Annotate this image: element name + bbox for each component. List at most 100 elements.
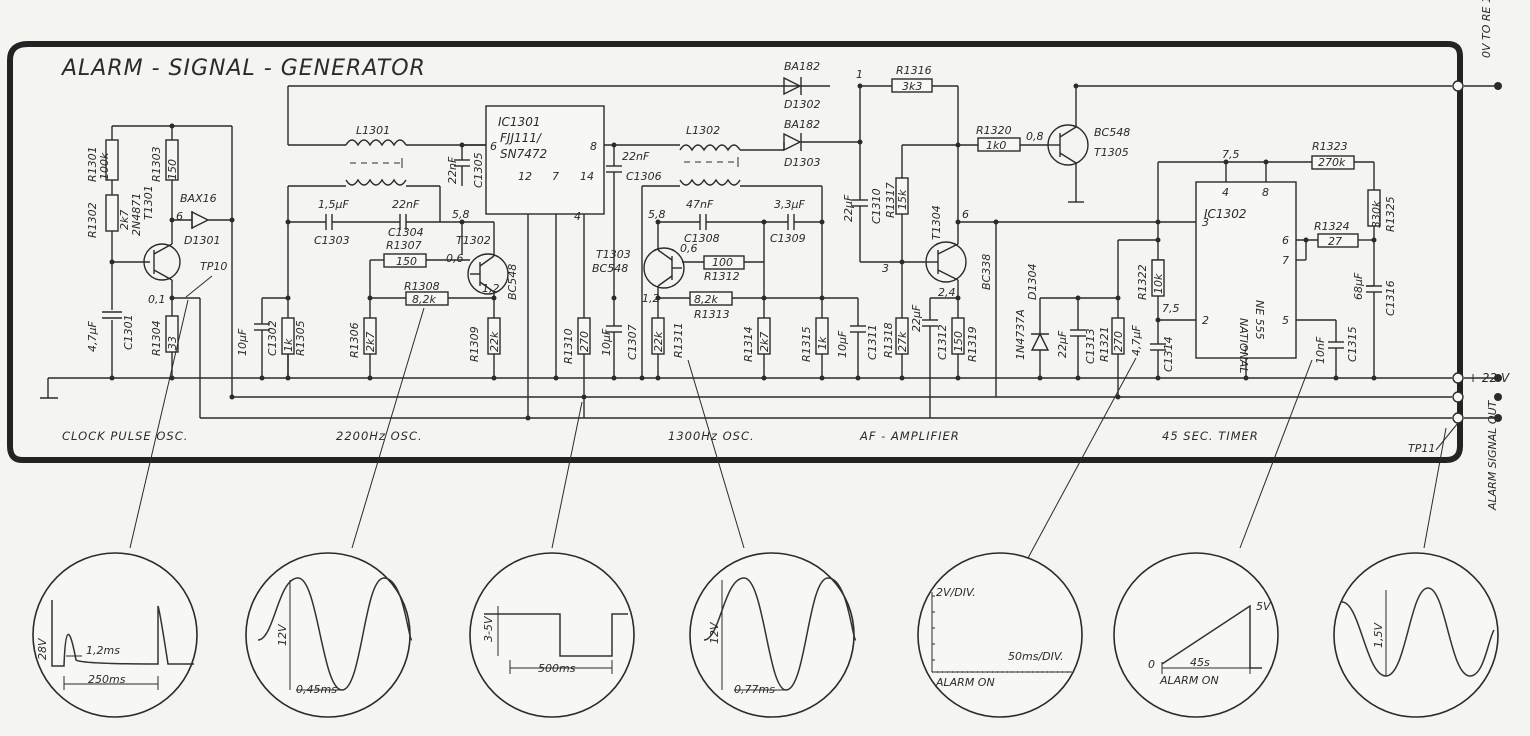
- scope-alarm-out: [1333, 552, 1499, 718]
- node-0-8: 0,8: [1026, 130, 1044, 143]
- r1313-label: R1313: [694, 308, 730, 321]
- c1307-label: C1307: [626, 324, 639, 360]
- power-rails: [40, 85, 1498, 419]
- c1311-label: C1311: [866, 324, 879, 360]
- scope1-pulse-width: 1,2ms: [86, 644, 120, 657]
- r1318-value: 27k: [896, 331, 909, 352]
- pin-6-555: 6: [1282, 234, 1289, 247]
- r1317-label: R1317: [884, 182, 897, 218]
- r1306-value: 2k7: [364, 332, 377, 352]
- af-amplifier: [783, 76, 1196, 398]
- t1304-label: T1304: [930, 205, 943, 240]
- node-1-2a: 1,2: [482, 282, 500, 295]
- pin-2: 2: [1202, 314, 1209, 327]
- node-5-8b: 5,8: [648, 208, 666, 221]
- r1308-label: R1308: [404, 280, 440, 293]
- r1311-value: 22k: [652, 331, 665, 352]
- scope6-duration: 45s: [1190, 656, 1210, 669]
- r1318-label: R1318: [882, 322, 895, 358]
- d1301-label: D1301: [184, 234, 220, 247]
- section-clock-pulse: CLOCK PULSE OSC.: [62, 429, 188, 443]
- r1305-label: R1305: [294, 320, 307, 356]
- c1310-label: C1310: [870, 188, 883, 224]
- scope4-amplitude: 12V: [708, 621, 721, 644]
- scope-timer: [1113, 552, 1279, 718]
- probe-lines: [129, 299, 1447, 559]
- c1304-value: 22nF: [392, 198, 420, 211]
- pin-1: 1: [1242, 344, 1249, 357]
- ic1302-type2: NE 555: [1253, 300, 1266, 340]
- r1323-label: R1323: [1312, 140, 1348, 153]
- r1303-value: 150: [166, 159, 179, 180]
- d1303-label: D1303: [784, 156, 820, 169]
- c1313-label: C1313: [1084, 328, 1097, 364]
- scope4-period: 0,77ms: [734, 683, 775, 696]
- scope-af-amplifier: [917, 552, 1083, 718]
- pin-14: 14: [580, 170, 594, 183]
- node-0-6b: 0,6: [680, 242, 698, 255]
- c1312-label: C1312: [936, 324, 949, 360]
- r1319-value: 150: [952, 331, 965, 352]
- d1301-type: BAX16: [180, 192, 217, 205]
- r1314-label: R1314: [742, 326, 755, 362]
- t1302-label: T1302: [456, 234, 491, 247]
- r1320-label: R1320: [976, 124, 1012, 137]
- c1301-value: 4,7µF: [86, 321, 99, 352]
- node-6-af: 6: [962, 208, 969, 221]
- d1302-label: D1302: [784, 98, 820, 111]
- scope1-period: 250ms: [88, 673, 126, 686]
- output-terminals: [1435, 80, 1502, 451]
- d1304-type: 1N4737A: [1014, 309, 1027, 360]
- r1315-label: R1315: [800, 326, 813, 362]
- section-timer: 45 SEC. TIMER: [1162, 429, 1259, 443]
- r1302-label: R1302: [86, 202, 99, 238]
- pin-4: 4: [1222, 186, 1229, 199]
- r1304-value: 33: [166, 336, 179, 350]
- r1316-value: 3k3: [902, 80, 922, 93]
- r1321-value: 270: [1112, 331, 1125, 352]
- r1314-value: 2k7: [758, 332, 771, 352]
- scope3-amplitude: 3-5V: [482, 615, 495, 642]
- c1301-label: C1301: [122, 314, 135, 350]
- r1302-value: 2k7: [118, 210, 131, 230]
- pin-7: 7: [552, 170, 559, 183]
- r1324-label: R1324: [1314, 220, 1350, 233]
- r1322-label: R1322: [1136, 264, 1149, 300]
- r1305-value: 1k: [282, 338, 295, 352]
- r1307-value: 150: [396, 255, 417, 268]
- t1301-label: T1301: [142, 185, 155, 220]
- ic1301-label: IC1301: [498, 115, 540, 129]
- c1311-value: 10µF: [836, 330, 849, 358]
- scope3-period: 500ms: [538, 662, 576, 675]
- r1320-value: 1k0: [986, 139, 1006, 152]
- t1305-label: T1305: [1094, 146, 1129, 159]
- c1315-value: 10nF: [1314, 336, 1327, 364]
- pin-12: 12: [518, 170, 532, 183]
- node-dots-af: [857, 83, 1079, 381]
- r1311-label: R1311: [672, 322, 685, 358]
- scope7-amplitude: 1,5V: [1372, 622, 1385, 648]
- tp10-label: TP10: [200, 260, 227, 273]
- node-0-6a: 0,6: [446, 252, 464, 265]
- section-af-amplifier: AF - AMPLIFIER: [859, 429, 960, 443]
- scope5-alarm-on: ALARM ON: [935, 676, 995, 689]
- r1322-value: 10k: [1152, 273, 1165, 294]
- c1302-label: C1302: [266, 320, 279, 356]
- r1309-value: 22k: [488, 331, 501, 352]
- c1303-label: C1303: [314, 234, 350, 247]
- d1302-type: BA182: [784, 60, 820, 73]
- r1301-value: 100k: [98, 152, 111, 180]
- pin-8: 8: [590, 140, 597, 153]
- d1303-type: BA182: [784, 118, 820, 131]
- scope-square-wave: [469, 552, 635, 718]
- ic1302-label: IC1302: [1204, 207, 1246, 221]
- c1314-label: C1314: [1162, 336, 1175, 372]
- node-5-8a: 5,8: [452, 208, 470, 221]
- node-6-clock: 6: [176, 210, 183, 223]
- c1315-label: C1315: [1346, 326, 1359, 362]
- scope2-period: 0,45ms: [296, 683, 337, 696]
- c1303-value: 1,5µF: [318, 198, 349, 211]
- pin-8-555: 8: [1262, 186, 1269, 199]
- ic1301-chip: [454, 105, 642, 418]
- c1313-value: 22µF: [1056, 330, 1069, 358]
